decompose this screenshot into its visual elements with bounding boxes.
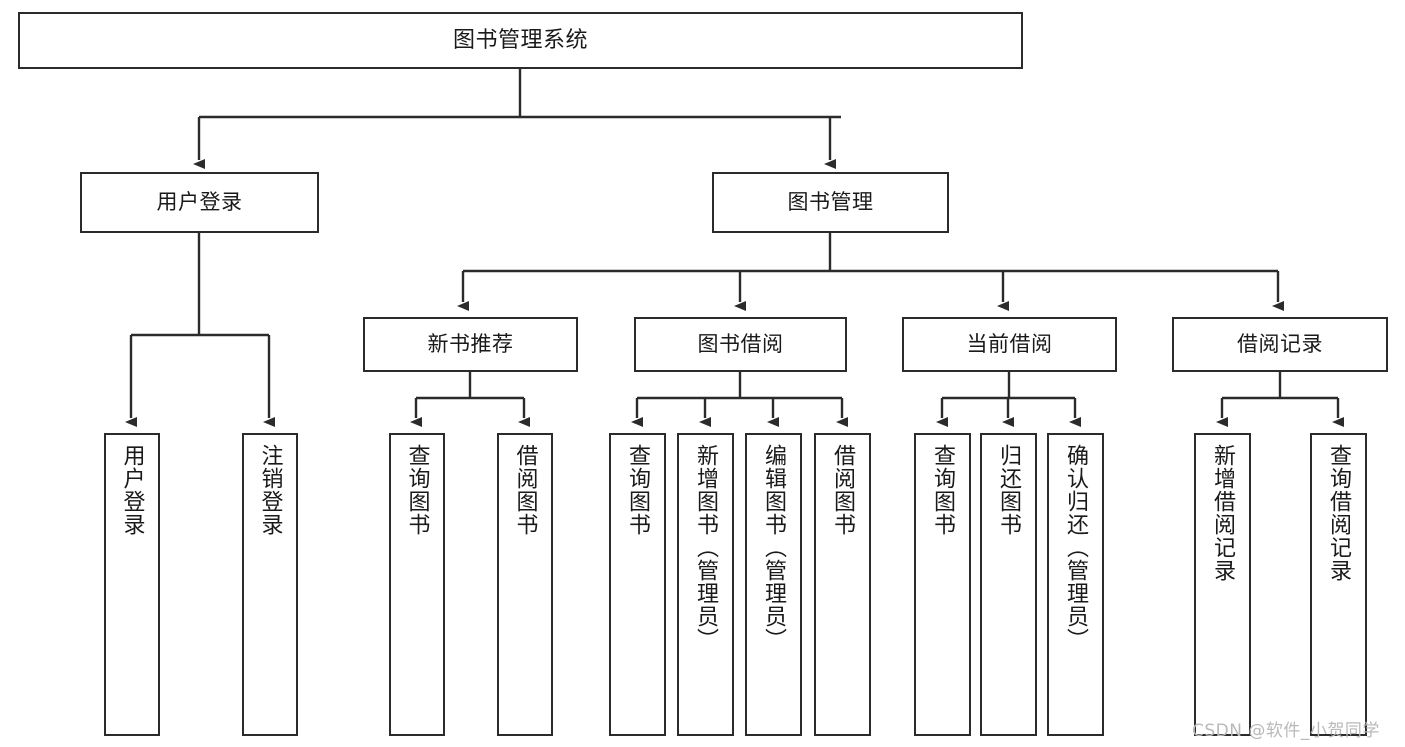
- leaf-book-borrow-add[interactable]: 新增图书（管理员）: [677, 433, 734, 736]
- leaf-book-borrow-borrow[interactable]: 借阅图书: [814, 433, 871, 736]
- node-book-management-system[interactable]: 图书管理系统: [18, 12, 1023, 69]
- leaf-current-borrow-query[interactable]: 查询图书: [914, 433, 971, 736]
- node-current-borrow[interactable]: 当前借阅: [902, 317, 1117, 372]
- node-user-login[interactable]: 用户登录: [80, 172, 319, 233]
- node-label: 图书借阅: [697, 332, 784, 357]
- node-new-book-recommend[interactable]: 新书推荐: [363, 317, 578, 372]
- node-label: 图书管理系统: [452, 27, 588, 53]
- node-label: 查询图书: [930, 444, 956, 536]
- leaf-new-book-borrow[interactable]: 借阅图书: [497, 433, 553, 736]
- node-label: 借阅记录: [1237, 332, 1323, 357]
- node-label: 编辑图书（管理员）: [761, 444, 787, 651]
- node-label: 当前借阅: [966, 332, 1053, 357]
- node-label: 查询借阅记录: [1326, 444, 1352, 582]
- node-label: 新增图书（管理员）: [693, 444, 719, 651]
- leaf-borrow-record-query[interactable]: 查询借阅记录: [1310, 433, 1367, 736]
- leaf-current-borrow-return[interactable]: 归还图书: [980, 433, 1037, 736]
- node-label: 用户登录: [119, 444, 145, 536]
- node-book-management[interactable]: 图书管理: [712, 172, 949, 233]
- node-label: 注销登录: [257, 444, 283, 536]
- node-label: 确认归还（管理员）: [1063, 444, 1089, 651]
- leaf-borrow-record-add[interactable]: 新增借阅记录: [1194, 433, 1251, 736]
- leaf-current-borrow-confirm[interactable]: 确认归还（管理员）: [1047, 433, 1104, 736]
- node-label: 图书管理: [787, 190, 874, 215]
- node-label: 用户登录: [156, 190, 243, 215]
- node-borrow-record[interactable]: 借阅记录: [1172, 317, 1388, 372]
- node-label: 归还图书: [996, 444, 1022, 536]
- leaf-book-borrow-query[interactable]: 查询图书: [609, 433, 666, 736]
- leaf-new-book-query[interactable]: 查询图书: [389, 433, 445, 736]
- node-book-borrow[interactable]: 图书借阅: [634, 317, 847, 372]
- node-label: 查询图书: [625, 444, 651, 536]
- node-label: 借阅图书: [830, 444, 856, 536]
- leaf-book-borrow-edit[interactable]: 编辑图书（管理员）: [745, 433, 802, 736]
- leaf-user-login-logout[interactable]: 注销登录: [242, 433, 298, 736]
- node-label: 查询图书: [404, 444, 430, 536]
- node-label: 新增借阅记录: [1210, 444, 1236, 582]
- node-label: 借阅图书: [512, 444, 538, 536]
- node-label: 新书推荐: [427, 332, 514, 357]
- leaf-user-login-login[interactable]: 用户登录: [104, 433, 160, 736]
